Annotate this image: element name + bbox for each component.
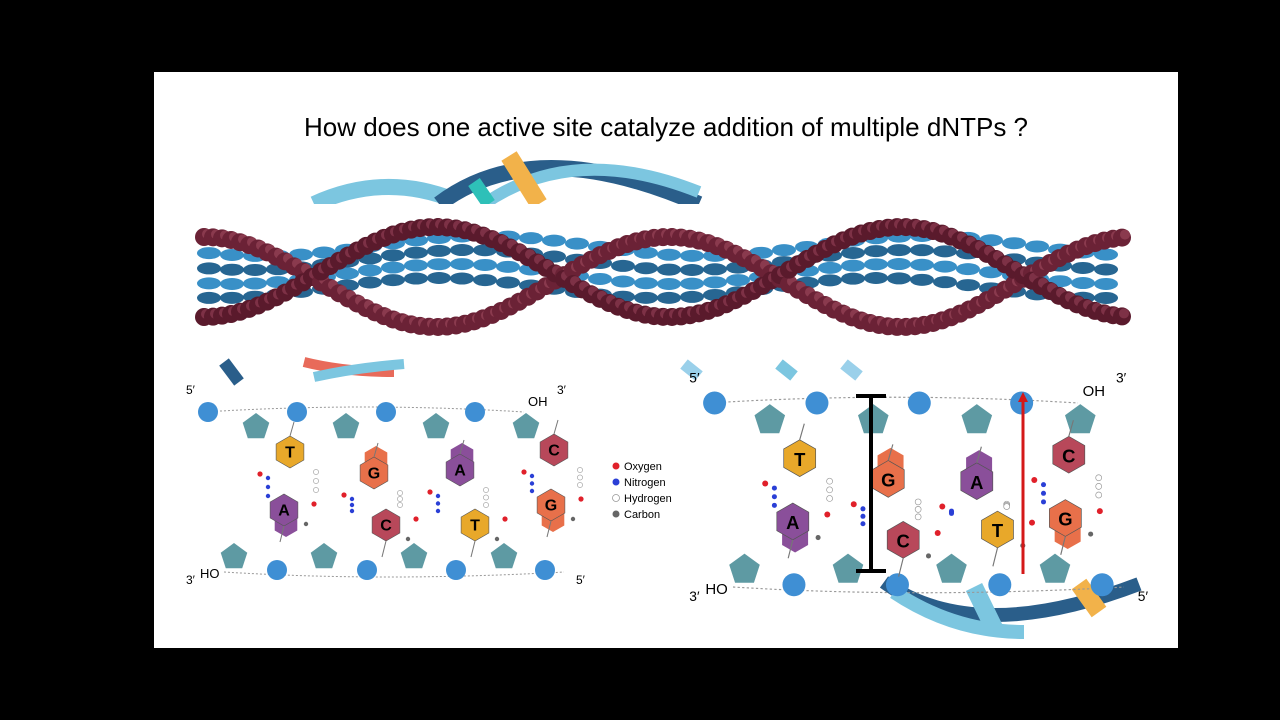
legend-dot-oxygen [612, 462, 620, 470]
figure: T A G C A T C G 5′ 3′ OH 3′ HO 5′ T A G C A T C G 5′ 3′ OH 3′ HO 5… [186, 151, 1148, 639]
phosphate-icon [376, 402, 396, 422]
phosphate-icon [446, 560, 466, 580]
slide-title: How does one active site catalyze additi… [303, 112, 1029, 142]
sugar-icon [400, 543, 428, 569]
three-prime-label: 3′ [689, 589, 700, 604]
phosphate-icon [198, 402, 218, 422]
sugar-icon [936, 553, 967, 583]
phosphate-icon [988, 573, 1012, 597]
legend-dot-hydrogen [612, 494, 620, 502]
phosphate-icon [703, 391, 727, 415]
sugar-icon [220, 543, 248, 569]
left-base-pair-diagram: T A G C A T C G 5′ 3′ OH 3′ HO 5′ [186, 383, 586, 587]
sugar-icon [858, 404, 889, 434]
dna-helix-band [195, 204, 1131, 360]
five-prime-label: 5′ [576, 573, 586, 587]
five-prime-label: 5′ [1138, 589, 1149, 604]
slide: T A G C A T C G 5′ 3′ OH 3′ HO 5′ T A G C A T C G 5′ 3′ OH 3′ HO 5… [154, 72, 1178, 648]
legend-label-nitrogen: Nitrogen [624, 477, 666, 489]
legend-dot-carbon [612, 510, 620, 518]
phosphate-icon [1090, 573, 1114, 597]
base-letter: A [454, 463, 466, 480]
three-prime-label: 3′ [1116, 370, 1127, 385]
base-letter: A [786, 512, 799, 533]
phosphate-icon [885, 573, 909, 597]
base-letter: T [285, 445, 295, 462]
base-letter: C [380, 518, 392, 535]
sugar-icon [1039, 553, 1071, 583]
base-letter: C [1062, 445, 1075, 466]
hydroxyl-label: HO [200, 566, 220, 581]
legend-dot-nitrogen [612, 478, 620, 486]
three-prime-label: 3′ [557, 383, 567, 397]
sugar-icon [1065, 404, 1096, 434]
phosphate-icon [535, 560, 555, 580]
legend-label-hydrogen: Hydrogen [624, 493, 672, 505]
black-span-marker [856, 394, 886, 573]
sugar-icon [310, 543, 338, 569]
base-letter: C [548, 443, 560, 460]
sugar-icon [490, 543, 518, 569]
base-letter: G [368, 466, 380, 483]
base-letter: C [897, 531, 910, 552]
legend-label-oxygen: Oxygen [624, 461, 662, 473]
five-prime-label: 5′ [689, 370, 700, 385]
base-letter: G [545, 498, 557, 515]
sugar-icon [729, 553, 760, 583]
phosphate-icon [805, 391, 829, 415]
base-letter: T [794, 449, 806, 470]
phosphate-icon [267, 560, 287, 580]
phosphate-icon [287, 402, 307, 422]
base-letter: A [970, 472, 983, 493]
sugar-icon [332, 413, 360, 439]
sugar-icon [754, 404, 786, 434]
sugar-icon [512, 413, 540, 439]
dna-ribbon-top [310, 151, 703, 212]
sugar-icon [242, 413, 270, 439]
base-letter: G [881, 470, 895, 491]
five-prime-label: 5′ [186, 383, 196, 397]
hydroxyl-label: OH [528, 394, 548, 409]
phosphate-icon [357, 560, 377, 580]
sugar-icon [961, 404, 993, 434]
sugar-icon [422, 413, 450, 439]
phosphate-icon [782, 573, 806, 597]
sugar-icon [832, 553, 864, 583]
base-letter: A [278, 503, 290, 520]
dna-ribbon-mid [219, 357, 863, 386]
atom-legend: Oxygen Nitrogen Hydrogen Carbon [612, 461, 672, 521]
three-prime-label: 3′ [186, 573, 196, 587]
phosphate-icon [907, 391, 931, 415]
phosphate-icon [465, 402, 485, 422]
base-letter: T [470, 518, 480, 535]
hydroxyl-label: OH [1083, 383, 1105, 400]
right-base-pair-diagram: T A G C A T C G 5′ 3′ OH 3′ HO 5′ [689, 370, 1148, 604]
legend-label-carbon: Carbon [624, 509, 660, 521]
hydroxyl-label: HO [705, 581, 727, 598]
base-letter: G [1058, 509, 1072, 530]
base-letter: T [992, 520, 1004, 541]
red-arrow-marker [1018, 392, 1028, 574]
